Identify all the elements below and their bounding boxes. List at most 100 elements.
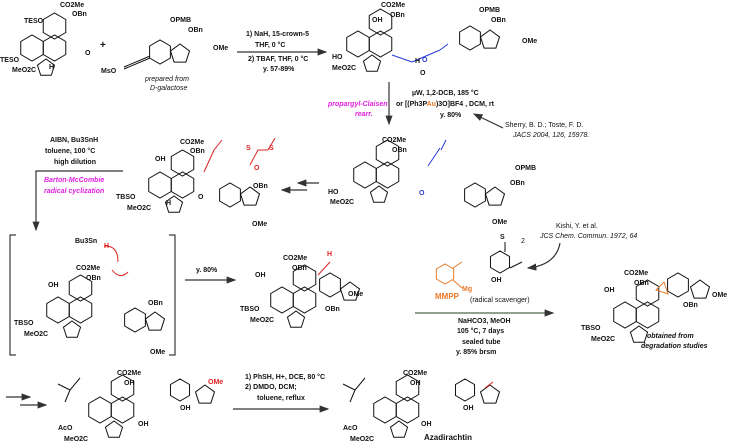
propargyl-ether-bond bbox=[391, 54, 413, 63]
label: MsO bbox=[101, 68, 117, 75]
label: TESO bbox=[0, 57, 20, 64]
bond bbox=[123, 55, 151, 68]
product-name: Azadirachtin bbox=[424, 433, 472, 442]
ring-bond bbox=[373, 396, 397, 424]
ring-bond bbox=[635, 279, 660, 307]
label: O bbox=[254, 165, 260, 172]
ring-bond bbox=[62, 320, 82, 338]
label: OBn bbox=[390, 12, 405, 19]
label: OBn bbox=[392, 147, 407, 154]
label: O bbox=[422, 57, 428, 64]
plus-sign: + bbox=[100, 40, 106, 51]
label: HO bbox=[328, 189, 339, 196]
xanthate-intermediate: CO2Me OBn OH TBSO MeO2C H O S S O OBn OM… bbox=[116, 139, 274, 228]
ring-bond bbox=[362, 54, 382, 72]
label: OMe bbox=[712, 292, 727, 299]
reaction-name: rearr. bbox=[355, 111, 373, 118]
ring-bond bbox=[375, 139, 400, 167]
label: CO2Me bbox=[283, 255, 307, 262]
label: TBSO bbox=[581, 325, 601, 332]
label: CO2Me bbox=[117, 370, 141, 377]
ring-bond bbox=[339, 281, 361, 301]
label: H bbox=[166, 200, 171, 207]
label: OMe bbox=[213, 45, 228, 52]
note: obtained from bbox=[647, 333, 694, 340]
bond bbox=[64, 389, 71, 403]
label: TBSO bbox=[240, 306, 260, 313]
ring-bond bbox=[144, 311, 166, 331]
galactose-fragment: OPMB OBn OMe MsO prepared from D-galacto… bbox=[101, 17, 228, 92]
label: OBn bbox=[86, 275, 101, 282]
ring-bond bbox=[353, 161, 377, 189]
alkene-bond bbox=[484, 381, 494, 389]
label: OPMB bbox=[479, 7, 500, 14]
new-bond bbox=[317, 261, 331, 276]
label: O bbox=[85, 50, 91, 57]
starting-material-core: CO2Me OBn TESO TESO MeO2C H O bbox=[0, 2, 91, 74]
cyclized-product: CO2Me OBn OH TBSO MeO2C OMe OBn H bbox=[240, 251, 363, 324]
ring-bond bbox=[104, 420, 124, 438]
label: MeO2C bbox=[350, 436, 374, 443]
ring-bond bbox=[667, 272, 689, 298]
conditions: NaHCO3, MeOH bbox=[458, 318, 511, 325]
label: OMe bbox=[208, 379, 223, 386]
ring-bond bbox=[464, 182, 486, 208]
ring-bond bbox=[459, 25, 481, 51]
note: degradation studies bbox=[641, 343, 708, 350]
ring-bond bbox=[613, 301, 637, 329]
label: HO bbox=[332, 54, 343, 61]
ring-bond bbox=[479, 29, 501, 49]
label: Mg bbox=[462, 286, 472, 293]
label: S bbox=[269, 145, 274, 152]
label: OMe bbox=[522, 38, 537, 45]
radical-intermediate: Bu3Sn H CO2Me OBn OH TBSO MeO2C OBn OMe bbox=[14, 238, 165, 356]
yield: y. 80% bbox=[440, 112, 462, 119]
ring-bond bbox=[435, 263, 455, 285]
ring-bond bbox=[149, 39, 171, 65]
label: O bbox=[198, 194, 204, 201]
ring-bond bbox=[484, 186, 506, 206]
allene-bond bbox=[213, 139, 223, 151]
label: OBn bbox=[148, 300, 163, 307]
ring-bond bbox=[194, 384, 216, 404]
label: AcO bbox=[58, 425, 73, 432]
ring-bond bbox=[292, 286, 317, 314]
bond bbox=[342, 383, 356, 391]
ring-bond bbox=[20, 34, 44, 62]
allene-product: CO2Me OBn HO MeO2C O OPMB OBn OMe bbox=[328, 137, 536, 226]
label: OH bbox=[48, 282, 59, 289]
label: CO2Me bbox=[403, 370, 427, 377]
mmpp-reagent: MMPP Mg bbox=[435, 286, 472, 301]
label: MeO2C bbox=[591, 336, 615, 343]
ring-bond bbox=[319, 272, 341, 298]
label: 2 bbox=[521, 238, 525, 245]
ring-bond bbox=[629, 325, 649, 343]
bond bbox=[69, 377, 81, 391]
conditions: 2) TBAF, THF, 0 °C bbox=[248, 55, 308, 63]
ring-bond bbox=[389, 420, 409, 438]
label: CO2Me bbox=[624, 270, 648, 277]
label: OPMB bbox=[515, 165, 536, 172]
ring-bond bbox=[479, 384, 501, 404]
label: S bbox=[500, 234, 505, 241]
ring-bond bbox=[170, 171, 195, 199]
label: OBn bbox=[253, 183, 268, 190]
label: (radical scavenger) bbox=[470, 297, 530, 304]
ring-bond bbox=[46, 296, 70, 324]
yield: y. 85% brsm bbox=[456, 349, 496, 356]
label: MeO2C bbox=[250, 317, 274, 324]
bond bbox=[509, 261, 523, 269]
allene-bond bbox=[427, 147, 441, 167]
ring-bond bbox=[395, 396, 420, 424]
propargyl-ether-bond bbox=[439, 43, 449, 51]
bond bbox=[354, 377, 366, 391]
ring-bond bbox=[42, 34, 67, 62]
ring-bond bbox=[689, 279, 711, 299]
ring-bond bbox=[42, 12, 67, 40]
reference-arrow bbox=[472, 113, 504, 129]
epoxide-ring bbox=[655, 281, 669, 295]
label: Bu3Sn bbox=[75, 238, 97, 245]
label: CO2Me bbox=[382, 137, 406, 144]
conditions: 2) DMDO, DCM; bbox=[245, 384, 297, 391]
